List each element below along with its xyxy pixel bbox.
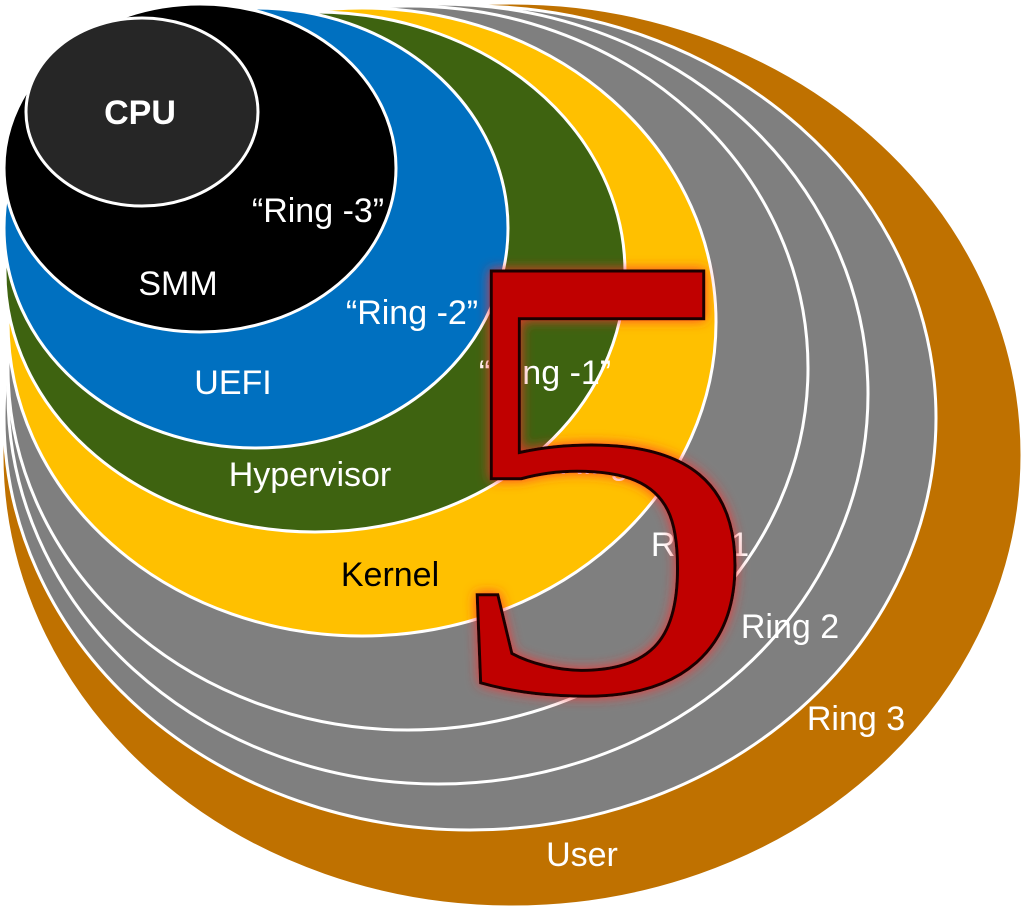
ring-minus3-label: “Ring -3” [252, 192, 384, 230]
ring0-label: Ring 0 [559, 444, 657, 482]
user-label: User [546, 836, 618, 874]
ring3-label: Ring 3 [807, 700, 905, 738]
ring2-label: Ring 2 [741, 608, 839, 646]
ring-minus1-label: “Ring -1” [479, 354, 611, 392]
cpu-layer [24, 16, 260, 208]
ring-minus2-label: “Ring -2” [346, 294, 478, 332]
ring1-label: Ring 1 [651, 526, 749, 564]
uefi-label: UEFI [194, 364, 271, 402]
cpu-label: CPU [104, 94, 176, 132]
big-five-overlay: 5 [440, 121, 760, 829]
hypervisor-label: Hypervisor [229, 456, 391, 494]
kernel-label: Kernel [341, 556, 439, 594]
smm-label: SMM [138, 265, 217, 303]
